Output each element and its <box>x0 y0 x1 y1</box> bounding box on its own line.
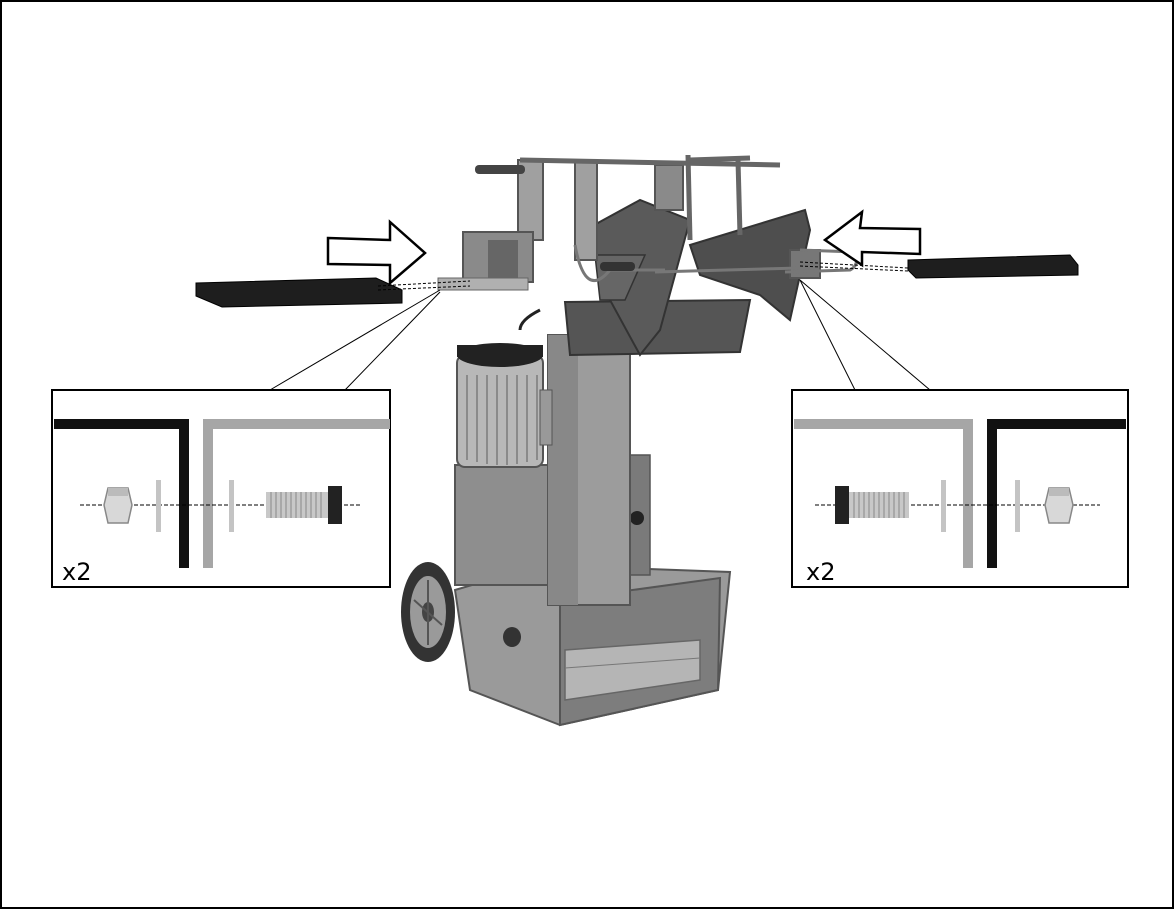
top-cage <box>517 154 781 261</box>
left-quantity-label: x2 <box>62 558 91 586</box>
electric-motor <box>456 343 553 468</box>
washer-icon <box>156 480 161 532</box>
base-hole <box>503 627 521 647</box>
left-callout: x2 <box>51 389 391 588</box>
washer-icon <box>941 480 946 532</box>
right-quantity-label: x2 <box>806 558 835 586</box>
right-leader-line <box>799 279 856 391</box>
bolt-icon <box>266 486 342 524</box>
handle-left <box>475 165 525 174</box>
arrow-left-icon <box>822 209 922 268</box>
arrow-right-icon <box>326 219 427 286</box>
log-splitter-machine <box>401 154 859 727</box>
right-mount-block <box>789 249 821 279</box>
bolt-icon <box>835 486 909 524</box>
left-side-plate <box>195 277 403 308</box>
right-side-plate <box>907 254 1079 279</box>
right-callout: x2 <box>791 389 1129 588</box>
base-rack <box>564 639 701 701</box>
left-leader-line <box>269 289 441 391</box>
left-alignment-line <box>377 280 471 287</box>
wheel <box>401 562 455 662</box>
right-alignment-line <box>799 261 909 269</box>
hydraulic-tank <box>454 464 551 586</box>
splitter-wing-right <box>688 208 812 322</box>
